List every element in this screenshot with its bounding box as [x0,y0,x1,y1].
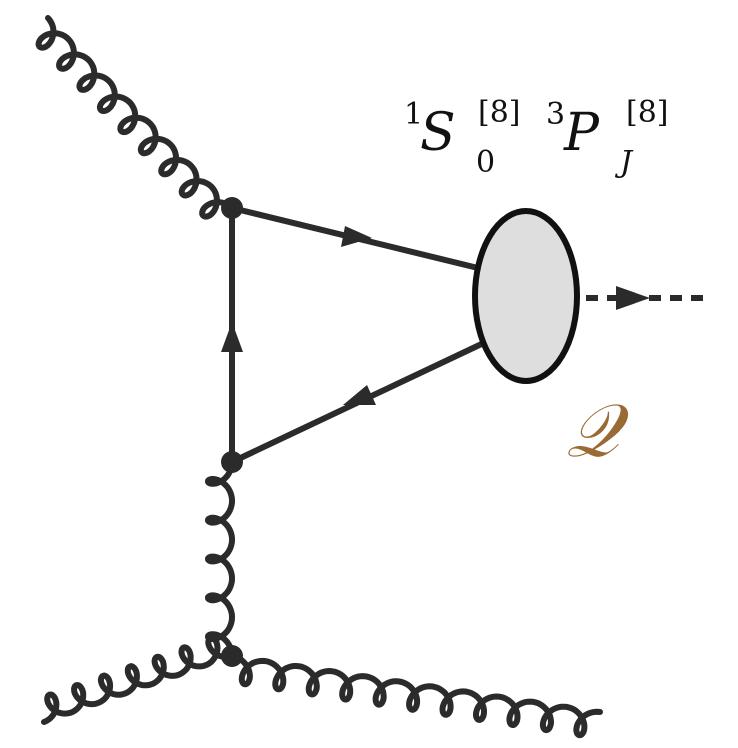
quark-arrows [221,226,376,405]
arrow-bottom-icon [343,385,376,405]
vertices [221,197,243,667]
state1-superscript: [8] [478,95,521,130]
state1-letter: S [420,103,456,163]
quark-loop [229,205,493,465]
state-label-2: 3 P [8] J [546,95,669,180]
vertex-middle [221,451,243,473]
outgoing-line [586,286,712,310]
bound-state-blob [472,208,580,384]
state2-letter: P [563,103,600,163]
vertex-bottom [221,645,243,667]
state-label-1: 1 S [8] 0 [404,95,521,180]
state1-subscript: 0 [476,145,495,180]
state1-prescript: 1 [404,97,423,132]
gluon-lines [35,15,603,739]
state2-prescript: 3 [546,97,565,132]
arrow-top-icon [341,226,372,247]
vertex-top [221,197,243,219]
gluon-lower-right [229,653,603,739]
outgoing-arrow-icon [616,286,650,310]
gluon-lower-left [41,634,235,725]
arrow-vertical-icon [221,322,243,352]
gluon-upper-left [35,15,235,220]
bound-state-label: 𝒬 [566,388,630,474]
state2-subscript: J [614,145,634,180]
state2-superscript: [8] [626,95,669,130]
gluon-vertical [204,459,236,659]
